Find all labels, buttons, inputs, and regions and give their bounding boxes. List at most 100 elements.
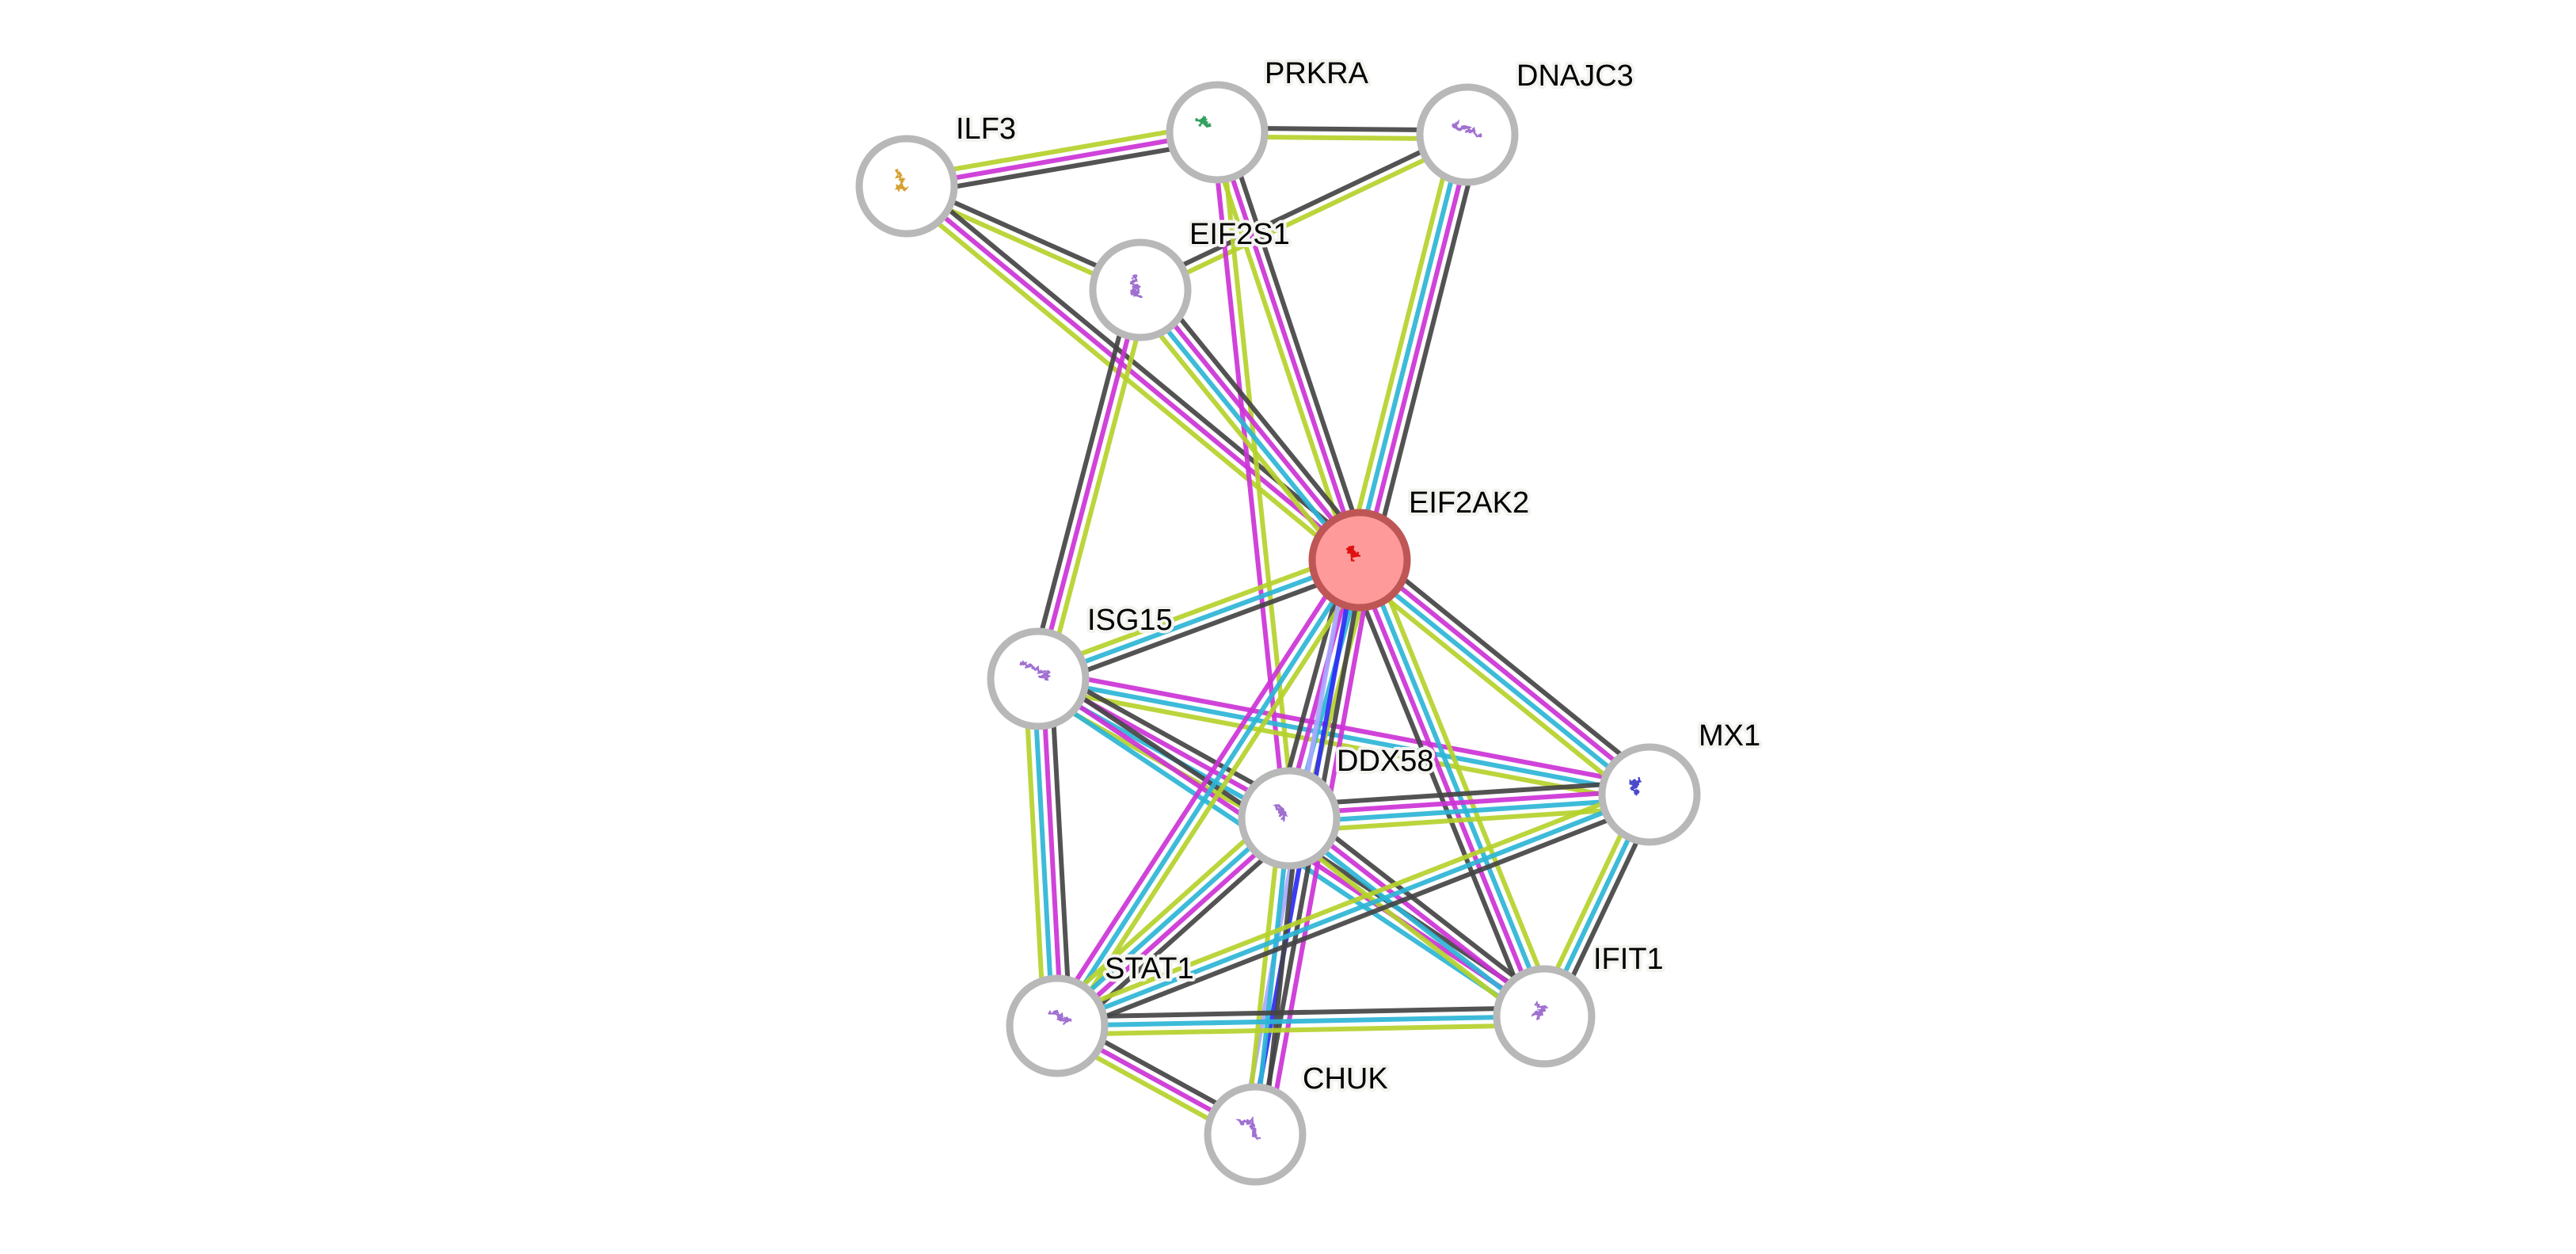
edge-evidence-experimental [1290, 813, 1549, 1016]
edge-ddx58-stat1[interactable] [1047, 806, 1299, 1038]
edge-eif2s1-eif2ak2[interactable] [1128, 280, 1372, 570]
edge-evidence-coexpression [907, 138, 1220, 197]
edge-evidence-textmining [1349, 568, 1643, 807]
edge-evidence-textmining [1022, 679, 1047, 1027]
edge-evidence-textmining [904, 121, 1216, 181]
edge-evidence-curated [1253, 818, 1292, 1135]
edge-evidence-textmining [1036, 684, 1649, 806]
edge-evidence-coexpression [1296, 806, 1554, 1008]
node-circle[interactable] [1089, 238, 1192, 341]
edge-eif2s1-isg15[interactable] [1027, 287, 1151, 682]
edge-evidence-coexpression [1137, 128, 1467, 288]
edge-evidence-textmining [1289, 805, 1651, 834]
edge-evidence-curated [1037, 677, 1650, 797]
edge-evidence-textmining [1280, 826, 1538, 1029]
edge-evidence-coexpression [1148, 280, 1372, 554]
node-ddx58[interactable]: DDX58 [1238, 741, 1437, 870]
edge-evidence-coexpression [1223, 128, 1371, 558]
edge-evidence-experimental [1141, 285, 1365, 559]
edge-evidence-experimental [1036, 289, 1143, 680]
edge-evidence-textmining [1052, 783, 1648, 1020]
edge-evidence-experimental [1215, 131, 1362, 561]
node-circle[interactable] [987, 627, 1090, 730]
edge-ddx58-chuk[interactable] [1244, 817, 1300, 1136]
edge-prkra-ddx58[interactable] [1210, 131, 1296, 819]
edge-isg15-stat1[interactable] [1022, 677, 1073, 1027]
edge-evidence-curated [1031, 679, 1056, 1027]
edge-evidence-textmining [1062, 563, 1369, 1032]
node-label: IFIT1 [1593, 943, 1664, 976]
edge-evidence-experimental [1288, 787, 1649, 817]
node-label: MX1 [1699, 719, 1760, 753]
edge-evidence-textmining [1141, 136, 1471, 296]
node-label: DNAJC3 [1516, 59, 1634, 93]
edge-evidence-coexpression [1064, 826, 1299, 1038]
protein-structure-icon [1345, 545, 1361, 562]
edge-evidence-textmining [1128, 296, 1352, 570]
node-circle[interactable] [1166, 81, 1269, 184]
edge-evidence-textmining [1244, 817, 1284, 1134]
edge-evidence-textmining [1219, 131, 1296, 818]
node-circle[interactable] [1493, 965, 1596, 1068]
edge-eif2ak2-mx1[interactable] [1349, 547, 1660, 807]
node-circle[interactable] [1416, 83, 1519, 186]
edge-evidence-coexpression [1056, 1005, 1544, 1020]
edge-evidence-experimental [905, 184, 1361, 562]
node-ifit1[interactable]: IFIT1 [1493, 940, 1667, 1068]
protein-structure-icon [1452, 119, 1482, 138]
edge-evidence-coexpression [1288, 779, 1649, 808]
edge-isg15-eif2ak2[interactable] [1034, 549, 1364, 690]
node-mx1[interactable]: MX1 [1598, 716, 1764, 846]
node-ilf3[interactable]: ILF3 [855, 109, 1019, 238]
edge-dnajc3-eif2ak2[interactable] [1345, 131, 1482, 564]
edge-mx1-stat1[interactable] [1052, 783, 1654, 1037]
node-stat1[interactable]: STAT1 [1006, 949, 1197, 1077]
protein-structure-icon [1531, 1000, 1548, 1020]
edge-evidence-curated [1284, 819, 1543, 1022]
edge-evidence-curated [1355, 561, 1649, 800]
edge-evidence-textmining [1206, 134, 1354, 564]
edge-evidence-experimental [1353, 560, 1543, 1020]
edge-evidence-experimental [906, 130, 1218, 189]
edge-evidence-curated [1056, 792, 1651, 1028]
edge-eif2ak2-stat1[interactable] [1048, 554, 1369, 1032]
edge-evidence-coexpression [1059, 800, 1654, 1037]
protein-structure-icon [1195, 115, 1212, 128]
edge-isg15-mx1[interactable] [1036, 668, 1652, 806]
edge-evidence-textmining [1047, 806, 1283, 1018]
node-circle[interactable] [1238, 767, 1341, 870]
edge-evidence-textmining [1369, 554, 1559, 1012]
node-circle[interactable] [1598, 743, 1701, 846]
node-dnajc3[interactable]: DNAJC3 [1416, 56, 1637, 186]
protein-structure-icon [1129, 274, 1143, 299]
edge-evidence-experimental [1360, 555, 1654, 794]
node-eif2s1[interactable]: EIF2S1 [1089, 215, 1293, 341]
edge-prkra-eif2ak2[interactable] [1206, 128, 1371, 564]
protein-structure-icon [1048, 1009, 1072, 1025]
edge-ilf3-prkra[interactable] [904, 121, 1220, 197]
node-label: EIF2S1 [1189, 218, 1290, 251]
edge-evidence-experimental [1361, 135, 1474, 562]
node-label: CHUK [1303, 1062, 1388, 1096]
edge-eif2s1-dnajc3[interactable] [1137, 128, 1471, 296]
node-chuk[interactable]: CHUK [1204, 1059, 1391, 1186]
edge-evidence-coexpression [1261, 818, 1300, 1136]
protein-structure-icon [894, 169, 910, 192]
edge-ddx58-ifit1[interactable] [1280, 806, 1554, 1029]
edge-ddx58-mx1[interactable] [1288, 779, 1651, 834]
edge-stat1-ifit1[interactable] [1056, 1005, 1545, 1037]
node-isg15[interactable]: ISG15 [987, 600, 1176, 730]
edge-evidence-curated [1361, 557, 1551, 1016]
node-eif2ak2[interactable]: EIF2AK2 [1308, 483, 1532, 612]
node-prkra[interactable]: PRKRA [1166, 54, 1372, 184]
edge-evidence-coexpression [1048, 677, 1073, 1026]
edge-evidence-experimental [1058, 819, 1294, 1031]
edge-evidence-curated [1055, 558, 1362, 1027]
node-circle[interactable] [855, 135, 958, 238]
node-circle[interactable] [1308, 509, 1411, 612]
edge-evidence-textmining [1345, 131, 1457, 558]
edge-evidence-experimental [1210, 132, 1288, 819]
edge-evidence-coexpression [1366, 547, 1660, 787]
node-circle[interactable] [1006, 974, 1109, 1077]
